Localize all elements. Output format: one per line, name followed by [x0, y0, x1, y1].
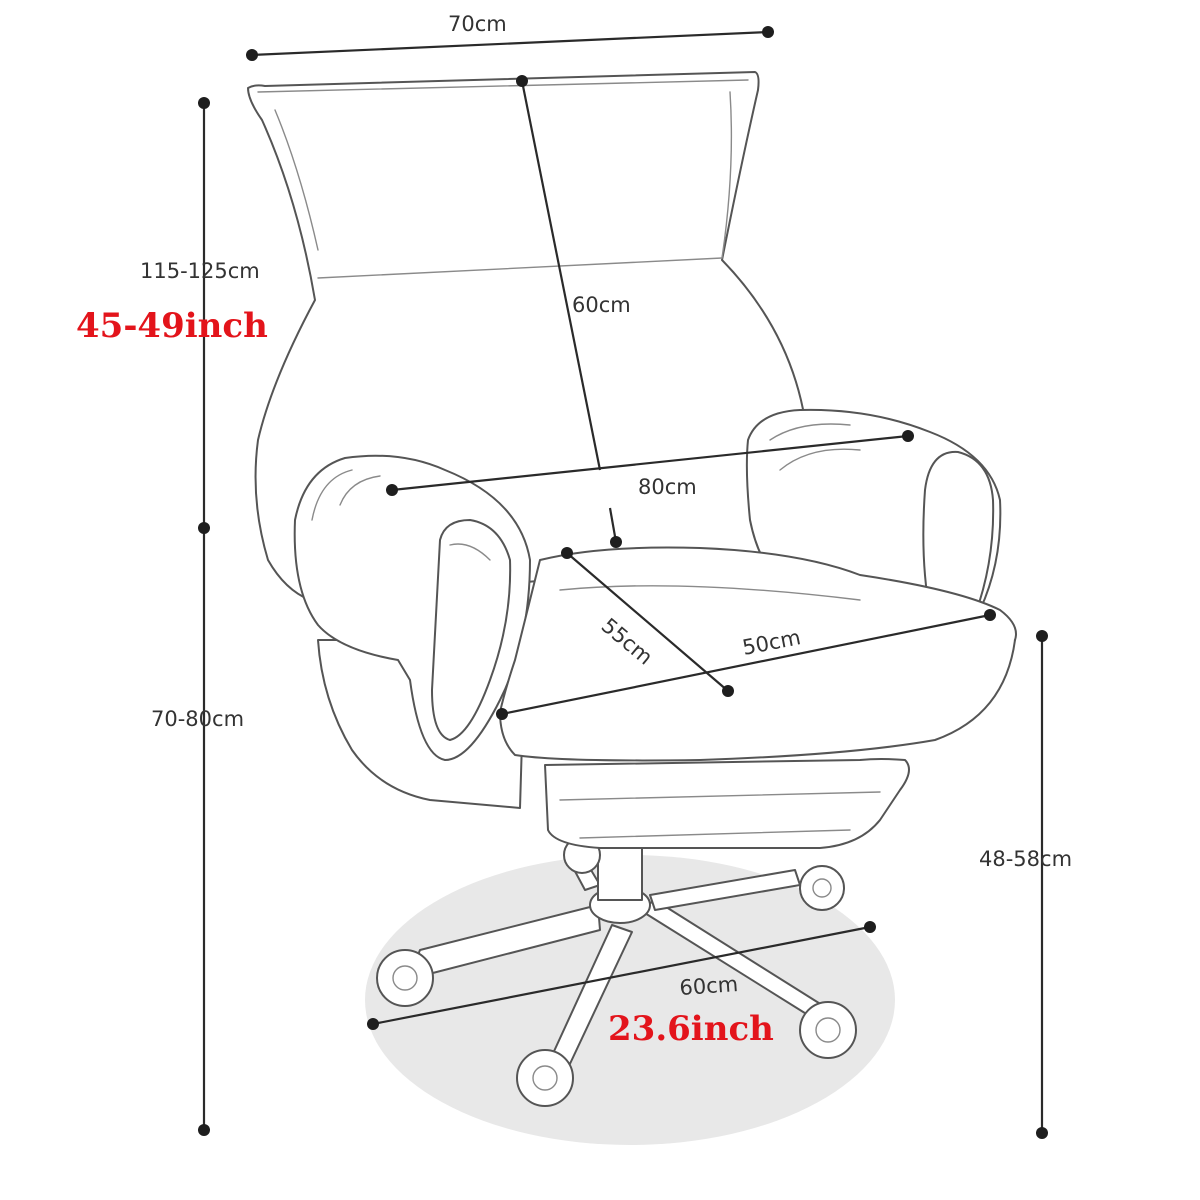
dimension-dot: [246, 49, 258, 61]
dimension-dot: [864, 921, 876, 933]
dimension-dot: [198, 1124, 210, 1136]
dimension-dot: [722, 685, 734, 697]
caster-right-front: [799, 1001, 857, 1059]
footrest: [544, 758, 910, 849]
dimension-line-top-width: [251, 30, 769, 57]
dimension-dot: [610, 536, 622, 548]
dimension-dot: [198, 97, 210, 109]
dimension-dot: [1036, 1127, 1048, 1139]
dimension-line-seat-depth: [566, 552, 729, 692]
label-base-diameter-inch: 23.6inch: [608, 1009, 774, 1049]
caster-right-back: [799, 865, 845, 911]
dimension-line-seat-width: [501, 613, 991, 716]
label-arm-width: 80cm: [638, 475, 697, 499]
dimension-dot: [561, 547, 573, 559]
dimension-dot: [984, 609, 996, 621]
caster-front: [516, 1049, 574, 1107]
dimension-dot: [367, 1018, 379, 1030]
floor-shadow: [365, 855, 895, 1145]
dimension-labels: 70cm 115-125cm 45-49inch 60cm 80cm 55cm …: [76, 12, 1072, 1049]
dimension-dot: [1036, 630, 1048, 642]
chair-illustration: [247, 71, 1017, 1107]
caster-left: [376, 949, 434, 1007]
label-total-height-inch: 45-49inch: [76, 306, 268, 346]
dimension-lines: [198, 26, 1048, 1139]
seat-front: [499, 639, 1016, 762]
dimension-dot: [762, 26, 774, 38]
dimension-dot: [516, 75, 528, 87]
left-armrest: [293, 454, 531, 761]
dimension-dot: [198, 522, 210, 534]
dimension-line-arm-width: [391, 434, 909, 492]
dimension-dot: [386, 484, 398, 496]
label-total-height-cm: 115-125cm: [140, 259, 260, 283]
dimension-line-base: [372, 925, 871, 1026]
dimension-dot: [902, 430, 914, 442]
label-base-diameter-cm: 60cm: [679, 972, 739, 1000]
label-backrest-height: 60cm: [572, 293, 631, 317]
label-seat-height: 48-58cm: [979, 847, 1072, 871]
dimension-dot: [496, 708, 508, 720]
dimension-line-backrest: [520, 80, 602, 471]
label-lower-height: 70-80cm: [151, 707, 244, 731]
label-width-top: 70cm: [448, 12, 507, 36]
chair-base: [376, 829, 857, 1107]
